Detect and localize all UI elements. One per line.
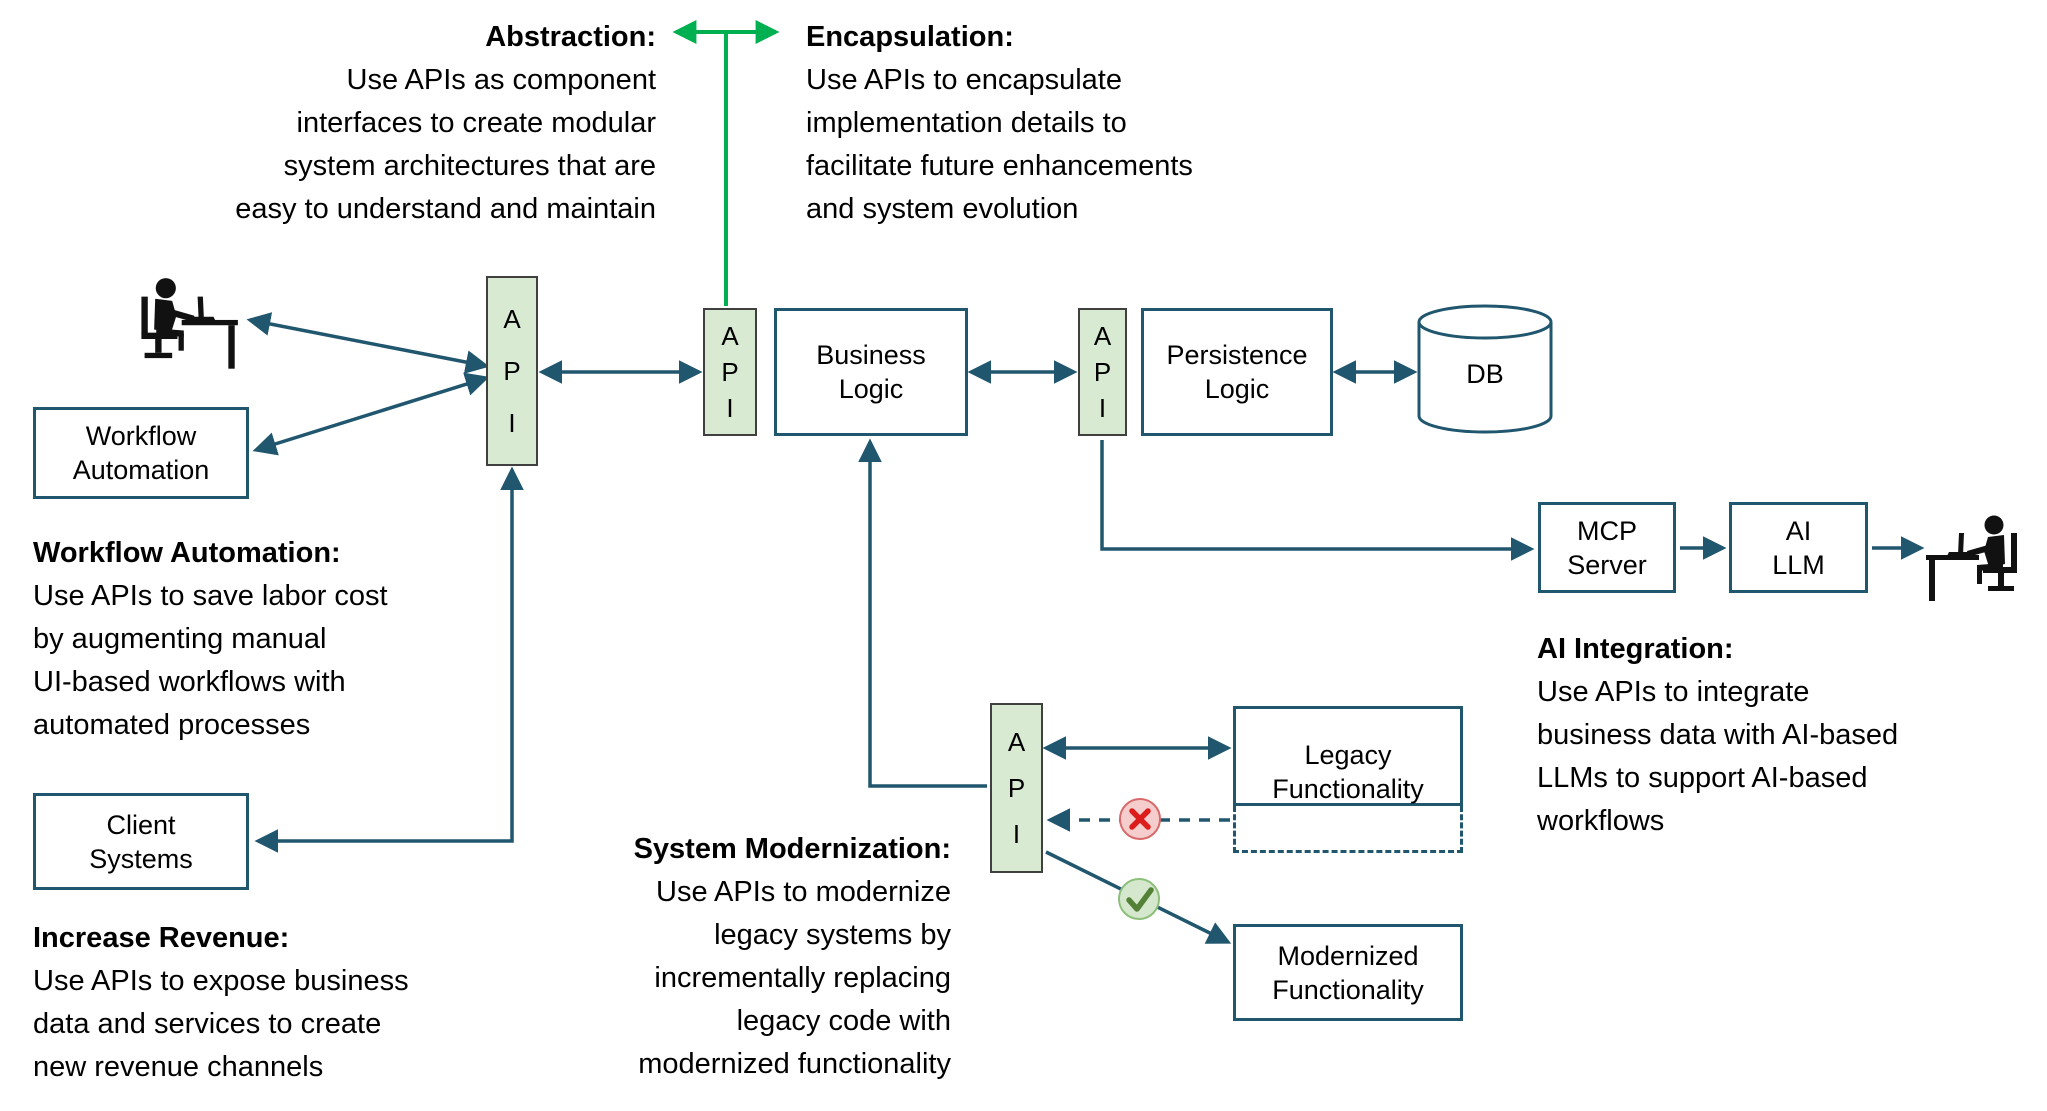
abstraction-heading: Abstraction: [485, 21, 656, 53]
mcp-server-box-label: MCP Server [1567, 515, 1647, 580]
increase-revenue-note: Increase Revenue: Use APIs to expose bus… [33, 917, 503, 1089]
legacy-functionality-dashed-part [1233, 806, 1463, 853]
business-logic-box: Business Logic [774, 308, 968, 436]
db-label: DB [1419, 346, 1551, 402]
persistence-logic-box: Persistence Logic [1141, 308, 1333, 436]
green-check-icon [1118, 878, 1160, 920]
api-label: A P I [1007, 727, 1026, 849]
workflow-automation-body: Use APIs to save labor cost by augmentin… [33, 580, 388, 741]
legacy-functionality-solid-part [1233, 706, 1463, 806]
ai-integration-note: AI Integration: Use APIs to integrate bu… [1537, 628, 2017, 843]
abstraction-encapsulation-arrow [672, 20, 780, 306]
persistence-logic-box-label: Persistence Logic [1166, 340, 1308, 404]
workflow-automation-note: Workflow Automation: Use APIs to save la… [33, 532, 503, 747]
business-logic-box-label: Business Logic [816, 340, 926, 404]
modernized-functionality-box: Modernized Functionality [1233, 924, 1463, 1021]
encapsulation-note: Encapsulation: Use APIs to encapsulate i… [806, 16, 1366, 231]
workflow-automation-heading: Workflow Automation: [33, 537, 341, 569]
client-systems-box-label: Client Systems [89, 809, 193, 874]
legacy-functionality-label-wrap: Legacy Functionality [1233, 712, 1463, 832]
workflow-automation-box: Workflow Automation [33, 407, 249, 499]
abstraction-note: Abstraction: Use APIs as component inter… [96, 16, 656, 231]
ai-llm-box: AI LLM [1729, 502, 1868, 593]
api-box-client-facing: A P I [486, 276, 538, 466]
api-box-modernization: A P I [990, 703, 1043, 873]
client-systems-api-connector [254, 466, 524, 853]
client-systems-box: Client Systems [33, 793, 249, 890]
increase-revenue-body: Use APIs to expose business data and ser… [33, 965, 409, 1083]
api-label: A P I [1093, 321, 1112, 423]
person-at-desk-icon [141, 278, 238, 369]
api-label: A P I [503, 304, 521, 438]
mcp-server-box: MCP Server [1538, 502, 1676, 593]
api-mcp-connector [1100, 440, 1535, 561]
api-box-persistence: A P I [1078, 308, 1127, 436]
system-modernization-note: System Modernization: Use APIs to modern… [451, 828, 951, 1086]
db-label-text: DB [1466, 358, 1504, 389]
person-at-desk-icon [1926, 515, 2017, 601]
api-label: A P I [721, 321, 739, 423]
ai-llm-box-label: AI LLM [1772, 515, 1825, 580]
workflow-automation-box-label: Workflow Automation [72, 421, 210, 485]
increase-revenue-heading: Increase Revenue: [33, 922, 290, 954]
api-workflow-automation-arrow [252, 372, 490, 456]
ai-integration-body: Use APIs to integrate business data with… [1537, 676, 1899, 837]
encapsulation-body: Use APIs to encapsulate implementation d… [806, 64, 1193, 225]
system-modernization-heading: System Modernization: [633, 833, 951, 865]
db-cylinder-icon [1417, 304, 1553, 434]
red-x-icon [1119, 798, 1161, 840]
modernization-api-business-logic-connector [858, 438, 987, 788]
system-modernization-body: Use APIs to modernize legacy systems by … [638, 876, 951, 1080]
encapsulation-heading: Encapsulation: [806, 21, 1014, 53]
api-box-business-logic: A P I [703, 308, 757, 436]
modernized-functionality-label: Modernized Functionality [1272, 940, 1424, 1005]
ai-integration-heading: AI Integration: [1537, 633, 1734, 665]
abstraction-body: Use APIs as component interfaces to crea… [235, 64, 656, 225]
api-user-arrow [246, 312, 490, 374]
legacy-functionality-label: Legacy Functionality [1272, 740, 1424, 804]
